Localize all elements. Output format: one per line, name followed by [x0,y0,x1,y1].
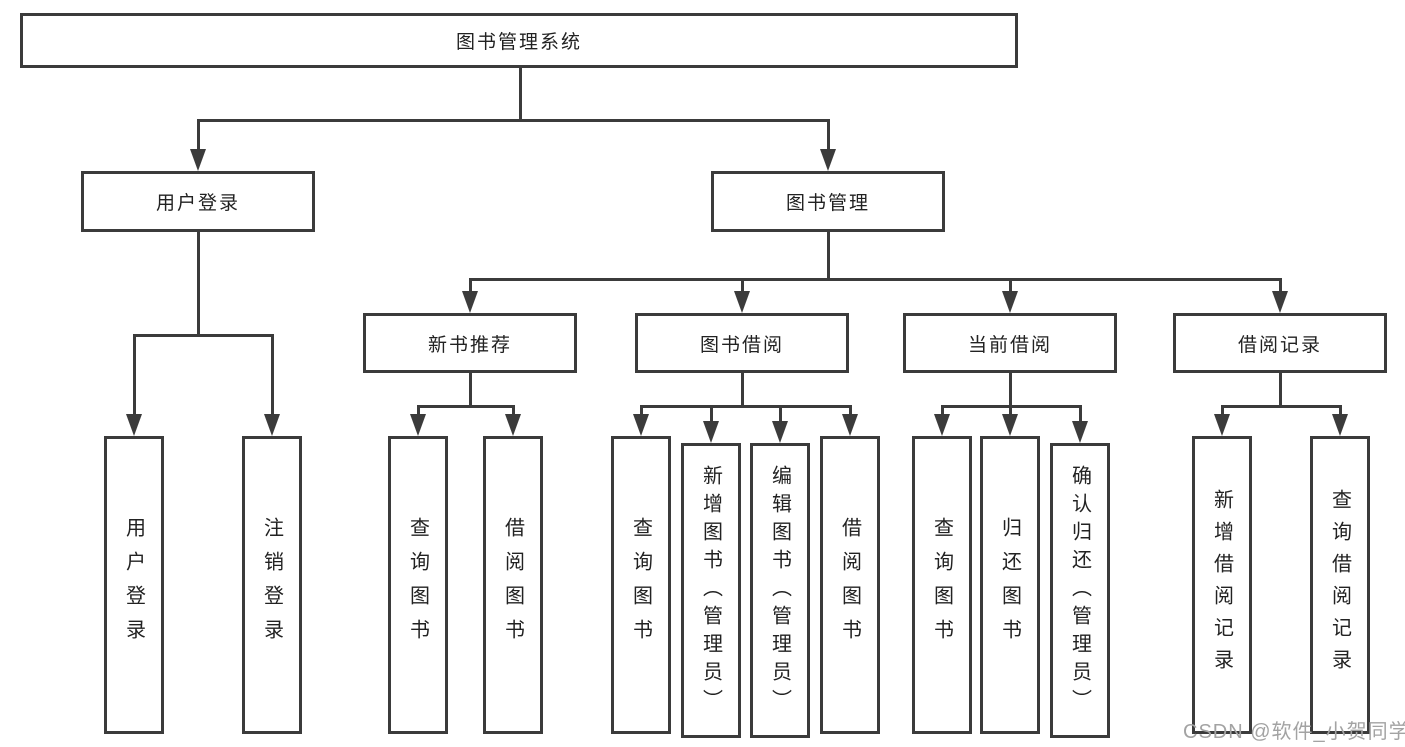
connector-root-trunk [519,66,522,122]
arrow-book-mgmt [820,149,836,171]
arrow-leaf-borrow-b [842,414,858,436]
arrow-leaf-query-b [633,414,649,436]
node-user-login: 用户登录 [81,171,315,232]
connector-leaf-user-login-drop [133,334,136,416]
leaf-borrow-books-recommend: 借阅图书 [483,436,543,734]
leaf-add-borrow-record: 新增借阅记录 [1192,436,1252,734]
connector-user-login-trunk [197,230,200,336]
arrow-leaf-borrow-a [505,414,521,436]
arrow-current-borrowing [1002,291,1018,313]
connector-g4-trunk [1009,371,1012,408]
leaf-confirm-return-admin: 确认归还（管理员） [1050,443,1110,738]
connector-current-borrow-drop [1009,278,1012,294]
connector-borrow-records-drop [1279,278,1282,294]
csdn-watermark: CSDN @软件_小贺同学 [1183,721,1405,743]
connector-g3-rail [640,405,851,408]
arrow-leaf-add-book [703,421,719,443]
leaf-logout: 注销登录 [242,436,302,734]
connector-leaf-query-c-drop [941,405,944,416]
leaf-query-books-current: 查询图书 [912,436,972,734]
arrow-new-book-recommend [462,291,478,313]
connector-leaf-logout-drop [271,334,274,416]
connector-new-book-drop [469,278,472,294]
node-book-borrowing: 图书借阅 [635,313,849,373]
connector-book-borrow-drop [741,278,744,294]
arrow-leaf-add-record [1214,414,1230,436]
arrow-leaf-confirm-return [1072,421,1088,443]
connector-leaf-edit-book-drop [779,405,782,423]
leaf-edit-book-admin: 编辑图书（管理员） [750,443,810,738]
leaf-query-books-recommend: 查询图书 [388,436,448,734]
connector-leaf-add-book-drop [710,405,713,423]
arrow-user-login [190,149,206,171]
connector-leaf-return-drop [1009,405,1012,416]
leaf-borrow-books: 借阅图书 [820,436,880,734]
connector-g2-rail [417,405,515,408]
connector-leaf-borrow-a-drop [512,405,515,416]
connector-level3-rail [469,278,1281,281]
arrow-leaf-query-a [410,414,426,436]
node-new-book-recommend: 新书推荐 [363,313,577,373]
arrow-book-borrowing [734,291,750,313]
connector-g2-trunk [469,371,472,408]
connector-book-mgmt-drop [827,119,830,152]
arrow-leaf-edit-book [772,421,788,443]
node-current-borrowing: 当前借阅 [903,313,1117,373]
connector-level2-rail [197,119,830,122]
node-root-library-system: 图书管理系统 [20,13,1018,68]
connector-user-login-rail [133,334,274,337]
connector-user-login-drop [197,119,200,152]
arrow-leaf-user-login [126,414,142,436]
arrow-leaf-logout [264,414,280,436]
connector-leaf-add-record-drop [1221,405,1224,416]
arrow-leaf-return [1002,414,1018,436]
connector-leaf-query-b-drop [640,405,643,416]
arrow-leaf-query-c [934,414,950,436]
connector-book-mgmt-trunk [827,230,830,281]
node-borrow-records: 借阅记录 [1173,313,1387,373]
leaf-return-book: 归还图书 [980,436,1040,734]
leaf-query-books-borrowing: 查询图书 [611,436,671,734]
connector-leaf-confirm-return-drop [1079,405,1082,423]
connector-leaf-query-a-drop [417,405,420,416]
arrow-leaf-query-record [1332,414,1348,436]
leaf-add-book-admin: 新增图书（管理员） [681,443,741,738]
connector-g3-trunk [741,371,744,408]
node-book-management: 图书管理 [711,171,945,232]
connector-leaf-borrow-b-drop [849,405,852,416]
arrow-borrow-records [1272,291,1288,313]
connector-leaf-query-record-drop [1339,405,1342,416]
leaf-user-login: 用户登录 [104,436,164,734]
connector-g5-rail [1221,405,1341,408]
leaf-query-borrow-record: 查询借阅记录 [1310,436,1370,734]
connector-g5-trunk [1279,371,1282,408]
